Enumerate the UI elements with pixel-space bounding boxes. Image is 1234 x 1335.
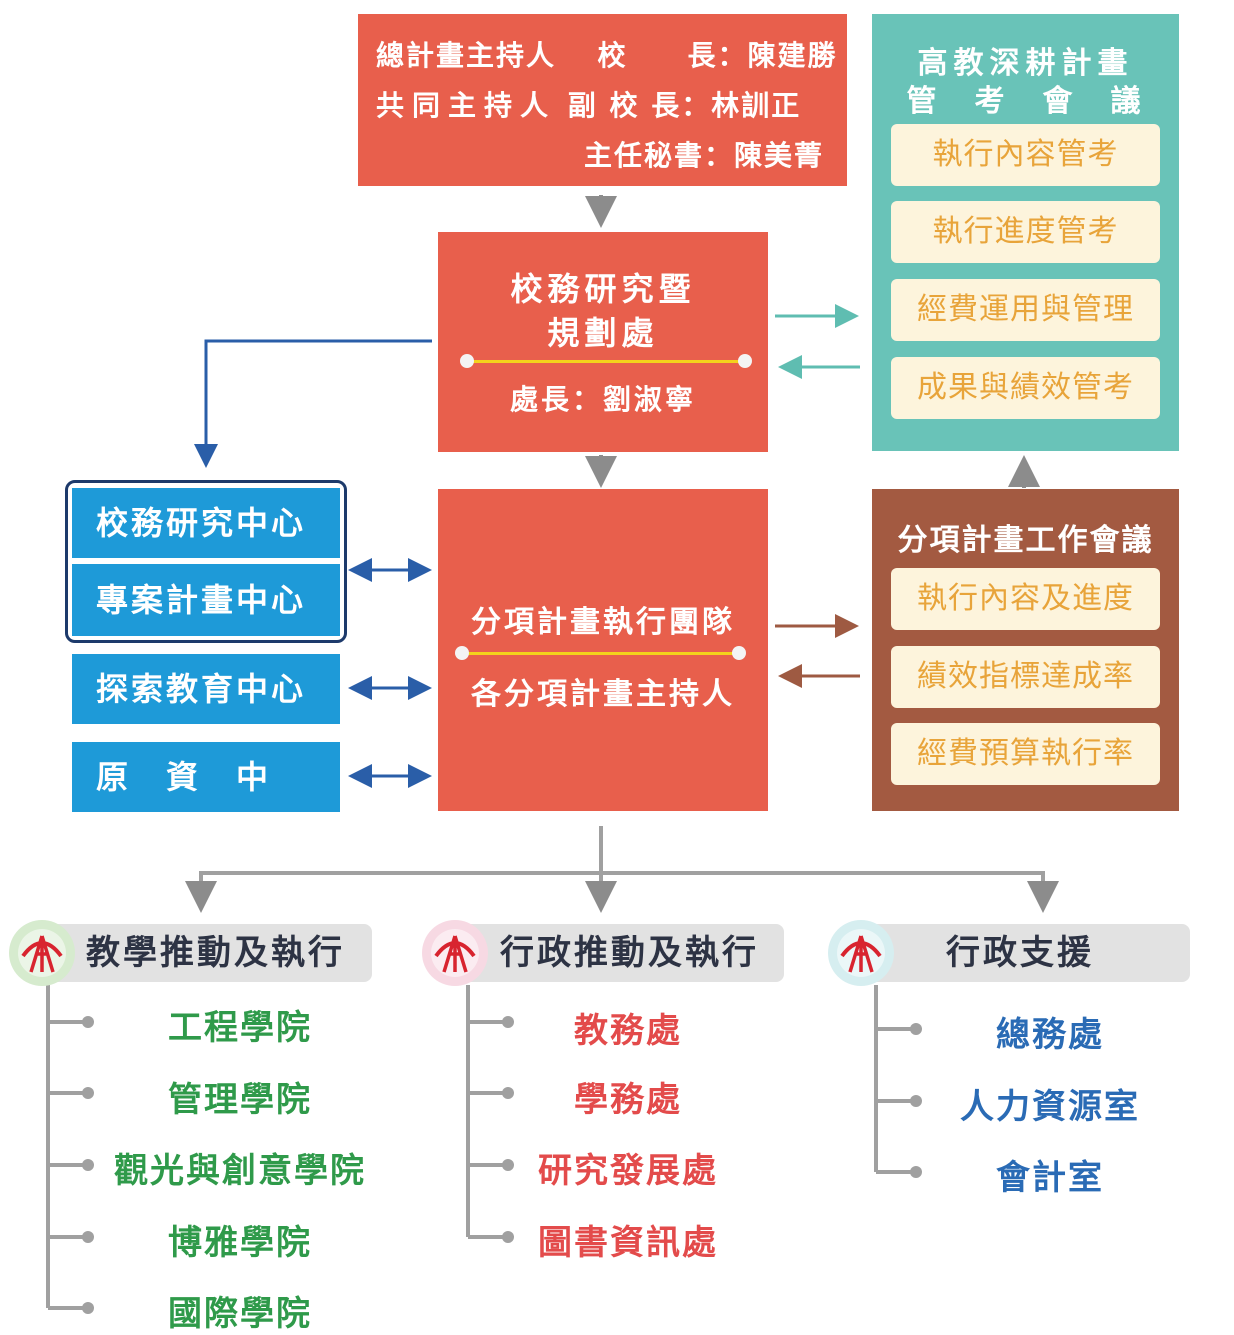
title-president: 校 長 (597, 39, 718, 72)
review-item: 執行進度管考 (891, 201, 1160, 263)
review-meeting-box: 高教深耕計畫 管 考 會 議 執行內容管考 執行進度管考 經費運用與管理 成果與… (872, 14, 1179, 451)
list-item-college: 博雅學院 (168, 1223, 312, 1263)
list-item-support: 會計室 (996, 1158, 1104, 1198)
review-item: 執行內容管考 (891, 124, 1160, 186)
divider-dot (460, 354, 474, 368)
team-title: 分項計畫執行團隊 (471, 605, 735, 640)
branch-label: 教學推動及執行 (86, 933, 345, 973)
list-item-college: 國際學院 (168, 1294, 312, 1334)
branch-teaching-header: 教學推動及執行 (46, 924, 372, 982)
list-item-college: 工程學院 (168, 1008, 312, 1048)
university-logo-icon (9, 920, 75, 986)
name-vice-president: 林訓正 (711, 89, 802, 122)
office-head: 處長：劉淑寧 (509, 383, 696, 416)
list-item-support: 總務處 (996, 1015, 1104, 1055)
research-planning-office: 校務研究暨 規劃處 處長：劉淑寧 (438, 232, 768, 452)
work-item: 經費預算執行率 (891, 723, 1160, 785)
list-item-support: 人力資源室 (960, 1087, 1140, 1127)
review-title-line1: 高教深耕計畫 (917, 46, 1134, 81)
role-chief: 總計畫主持人 (376, 39, 557, 72)
divider-line (468, 360, 746, 363)
role-co-host: 共同主持人 (376, 89, 557, 122)
work-meeting-title: 分項計畫工作會議 (897, 523, 1154, 558)
review-item: 經費運用與管理 (891, 279, 1160, 341)
list-item-office: 學務處 (574, 1080, 682, 1120)
divider-dot (738, 354, 752, 368)
name-secretary: 陳美菁 (734, 139, 825, 172)
title-vice-president: 副 校 長 (567, 89, 682, 122)
project-leaders-box: 總計畫主持人 校 長：陳建勝 共同主持人 副 校 長：林訓正 主任秘書：陳美菁 (358, 14, 847, 186)
review-item: 成果與績效管考 (891, 357, 1160, 419)
office-title-line1: 校務研究暨 (510, 270, 696, 308)
divider-dot (455, 646, 469, 660)
name-president: 陳建勝 (747, 39, 838, 72)
list-item-college: 管理學院 (168, 1080, 312, 1120)
work-meeting-box: 分項計畫工作會議 執行內容及進度 績效指標達成率 經費預算執行率 (872, 489, 1179, 811)
list-item-office: 圖書資訊處 (538, 1223, 718, 1263)
branch-label: 行政推動及執行 (500, 933, 759, 973)
review-title-line2: 管 考 會 議 (906, 84, 1145, 119)
university-logo-icon (828, 920, 894, 986)
office-title-line2: 規劃處 (547, 314, 659, 352)
team-subtitle: 各分項計畫主持人 (471, 677, 735, 712)
list-item-college: 觀光與創意學院 (114, 1151, 366, 1191)
branch-support-header: 行政支援 (874, 924, 1190, 982)
branch-label: 行政支援 (946, 933, 1094, 973)
work-item: 執行內容及進度 (891, 568, 1160, 630)
center-project: 專案計畫中心 (72, 564, 340, 636)
center-exploration-education: 探索教育中心 (72, 654, 340, 724)
university-logo-icon (422, 920, 488, 986)
work-item: 績效指標達成率 (891, 646, 1160, 708)
center-indigenous-resources: 原 資 中 心 (72, 742, 340, 866)
title-secretary: 主任秘書 (584, 139, 705, 172)
execution-team-box: 分項計畫執行團隊 各分項計畫主持人 (438, 489, 768, 811)
divider-line (466, 652, 740, 655)
branch-admin-header: 行政推動及執行 (466, 924, 784, 982)
divider-dot (732, 646, 746, 660)
list-item-office: 教務處 (574, 1011, 682, 1051)
list-item-office: 研究發展處 (538, 1151, 718, 1191)
center-school-research: 校務研究中心 (72, 488, 340, 558)
